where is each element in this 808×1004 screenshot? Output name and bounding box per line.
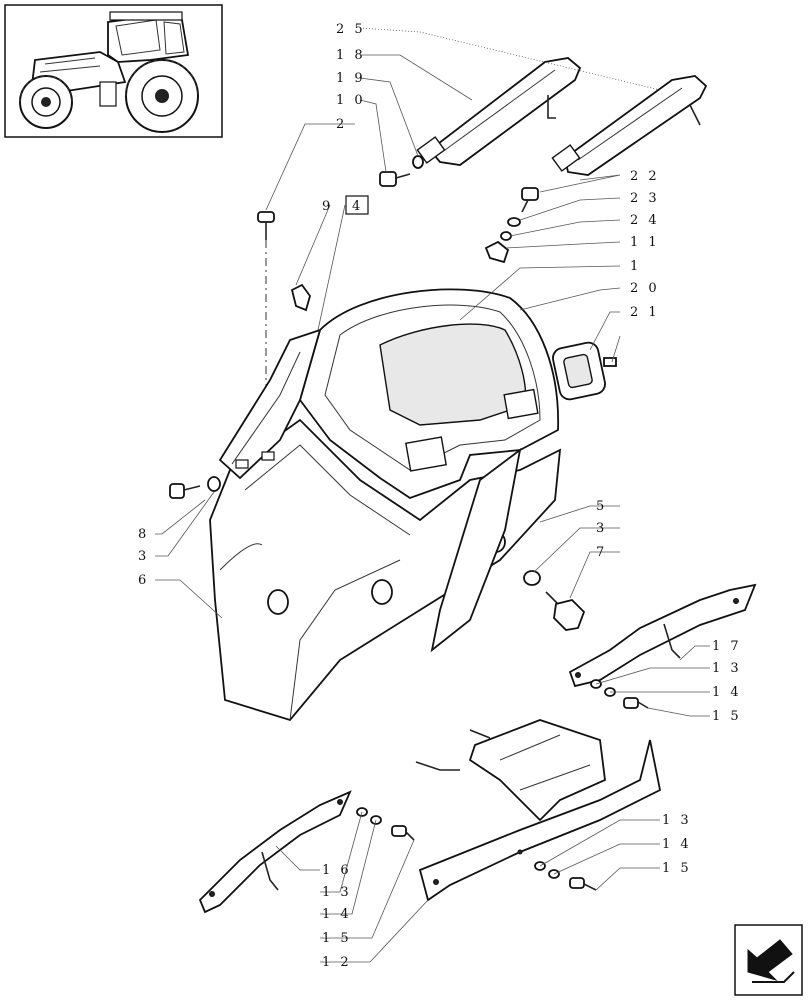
callout-20: 2 0 [630,281,660,296]
bolt-8 [169,483,201,499]
switch-21 [603,357,617,367]
callout-6: 6 [138,573,149,588]
leader-lines [155,27,710,963]
tractor-icon [19,11,199,133]
callout-11: 1 1 [630,235,660,250]
switch-20 [552,341,606,401]
callout-25: 2 5 [336,22,366,37]
center-strip [430,447,522,653]
arrow-back-icon [747,939,795,983]
callout-13-b: 1 3 [662,813,692,828]
callout-18: 1 8 [336,48,366,63]
bolt-10 [379,171,411,187]
instrument-panel-housing [299,288,559,500]
callout-15-b: 1 5 [662,861,692,876]
callout-13-a: 1 3 [712,661,742,676]
washer-3-right [523,570,541,586]
callout-9: 9 [322,199,333,214]
callout-17: 1 7 [712,639,742,654]
callout-13-c: 1 3 [322,885,352,900]
callout-12: 1 2 [322,955,352,970]
callout-15-a: 1 5 [712,709,742,724]
fasteners-13-14-15-c [356,807,415,841]
fasteners-13-14-15-b [534,861,597,891]
callout-24: 2 4 [630,213,660,228]
callout-15-c: 1 5 [322,931,352,946]
washer-19 [412,155,424,169]
upper-rail-left [416,57,582,166]
callout-21: 2 1 [630,305,660,320]
upper-rail-right [551,75,708,176]
callout-14-a: 1 4 [712,685,742,700]
clip-11 [484,240,510,264]
washer-3-left [207,476,221,492]
callout-14-b: 1 4 [662,837,692,852]
callout-3-right: 3 [596,521,607,536]
callout-labels: 2 5 1 8 1 9 1 0 2 9 4 2 2 2 3 2 4 1 1 1 … [138,22,742,970]
clip-9 [290,283,311,312]
washer-24 [500,231,512,241]
bolt-22 [521,187,539,213]
bracket-12 [415,719,662,902]
callout-8: 8 [138,527,149,542]
callout-10: 1 0 [336,93,366,108]
fasteners-13-14-15-a [590,679,649,709]
callout-4: 4 [352,199,363,214]
callout-box-4 [345,195,369,215]
callout-1: 1 [630,259,641,274]
callout-19: 1 9 [336,71,366,86]
side-panel-left [218,328,322,480]
tractor-thumbnail[interactable] [4,4,223,138]
back-nav-button[interactable] [734,924,803,996]
callout-3-left: 3 [138,549,149,564]
callout-22: 2 2 [630,169,660,184]
callout-16: 1 6 [322,863,352,878]
washer-23 [507,217,521,227]
callout-5: 5 [596,499,607,514]
knob-7 [545,591,586,631]
bracket-16 [198,790,352,914]
callout-14-c: 1 4 [322,907,352,922]
callout-2: 2 [336,117,347,132]
callout-7: 7 [596,545,607,560]
callout-23: 2 3 [630,191,660,206]
